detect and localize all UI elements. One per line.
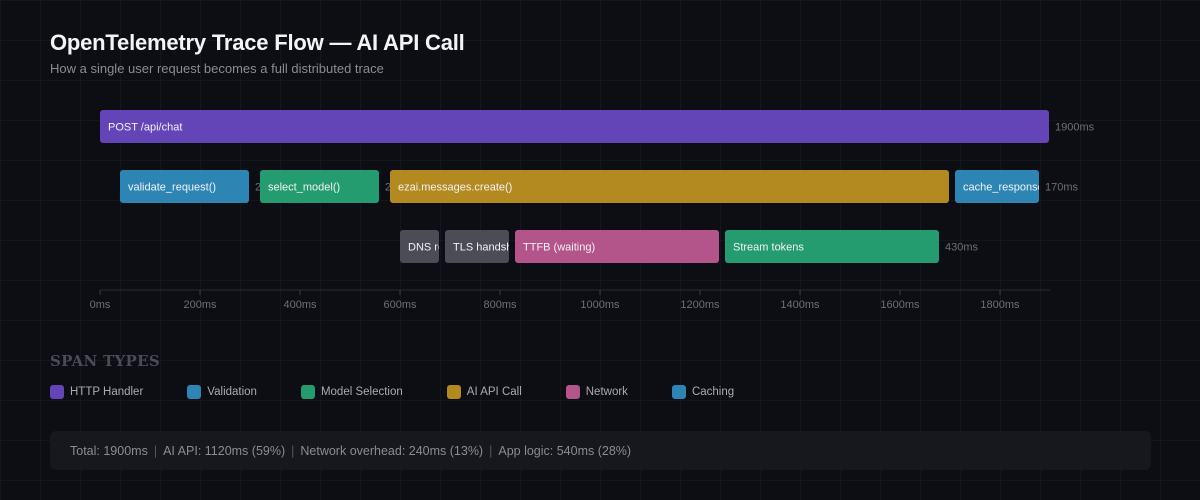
span-bar: [955, 170, 1039, 203]
chart-title: OpenTelemetry Trace Flow — AI API Call: [50, 30, 465, 55]
legend-swatch-network: [565, 385, 580, 399]
span-label: DNS resolve: [408, 242, 470, 254]
x-tick-label: 400ms: [283, 299, 317, 311]
legend-item-network: Network: [565, 385, 628, 399]
legend-label: Caching: [691, 386, 735, 398]
span-bar: [445, 230, 509, 263]
x-tick-label: 1000ms: [580, 299, 620, 311]
summary-app: App logic: 540ms (28%): [498, 443, 632, 458]
summary-separator: |: [489, 443, 493, 458]
summary-total: Total: 1900ms: [70, 443, 148, 458]
legend-item-ai: AI API Call: [446, 385, 522, 399]
x-tick-label: 1600ms: [880, 299, 920, 311]
summary-ai: AI API: 1120ms (59%): [163, 443, 286, 458]
summary-separator: |: [153, 443, 158, 458]
x-tick-label: 200ms: [183, 299, 217, 311]
span-label: TTFB (waiting): [523, 242, 595, 254]
span-bar: [260, 170, 379, 203]
x-tick-label: 0ms: [90, 299, 111, 311]
legend-label: Validation: [207, 386, 257, 398]
legend-item-model: Model Selection: [300, 385, 403, 399]
span-bar: [515, 230, 719, 263]
legend-label: Model Selection: [320, 386, 403, 398]
legend-label: Network: [585, 386, 628, 398]
legend-item-caching: Caching: [671, 385, 735, 399]
span-trailing-label: 2: [385, 182, 391, 194]
span-label: validate_request(): [128, 182, 216, 194]
legend-item-validation: Validation: [187, 385, 257, 399]
row-duration-label: 430ms: [945, 242, 979, 254]
trace-gantt-chart: 0ms 200ms 400ms 600ms 800ms 1000ms 1200ms 1400m…: [90, 110, 1095, 311]
legend-label: AI API Call: [466, 386, 522, 398]
x-tick-label: 1400ms: [780, 299, 820, 311]
span-trailing-label: 2: [255, 182, 261, 194]
summary-network: Network overhead: 240ms (13%): [300, 443, 484, 458]
legend-title: SPAN TYPES: [50, 352, 161, 370]
span-label: cache_response(): [963, 182, 1051, 194]
legend-swatch-ai: [446, 385, 461, 399]
legend-swatch-caching: [671, 385, 686, 399]
x-tick-label: 1200ms: [680, 299, 720, 311]
span-bar: [400, 230, 439, 263]
span-label: POST /api/chat: [108, 122, 182, 134]
span-label: Stream tokens: [733, 242, 804, 254]
legend-swatch-validation: [187, 385, 202, 399]
span-label: select_model(): [268, 182, 340, 194]
row-duration-label: 1900ms: [1055, 122, 1095, 134]
span-bar: [725, 230, 939, 263]
span-label: ezai.messages.create(): [398, 182, 512, 194]
legend: HTTP Handler Validation Model Selection …: [50, 385, 778, 399]
x-tick-label: 600ms: [383, 299, 417, 311]
span-bar: [390, 170, 949, 203]
span-label: TLS handshake: [453, 242, 530, 254]
legend-item-http: HTTP Handler: [50, 385, 143, 399]
legend-swatch-http: [50, 385, 64, 399]
legend-label: HTTP Handler: [70, 386, 144, 398]
summary-separator: |: [291, 443, 295, 458]
x-tick-label: 1800ms: [980, 299, 1020, 311]
span-bar: [100, 110, 1049, 143]
legend-swatch-model: [300, 385, 315, 399]
x-tick-label: 800ms: [483, 299, 517, 311]
span-bar: [120, 170, 249, 203]
row-duration-label: 170ms: [1045, 182, 1079, 194]
chart-subtitle: How a single user request becomes a full…: [50, 61, 384, 76]
summary-bar: Total: 1900ms | AI API: 1120ms (59%) | N…: [50, 431, 1151, 470]
